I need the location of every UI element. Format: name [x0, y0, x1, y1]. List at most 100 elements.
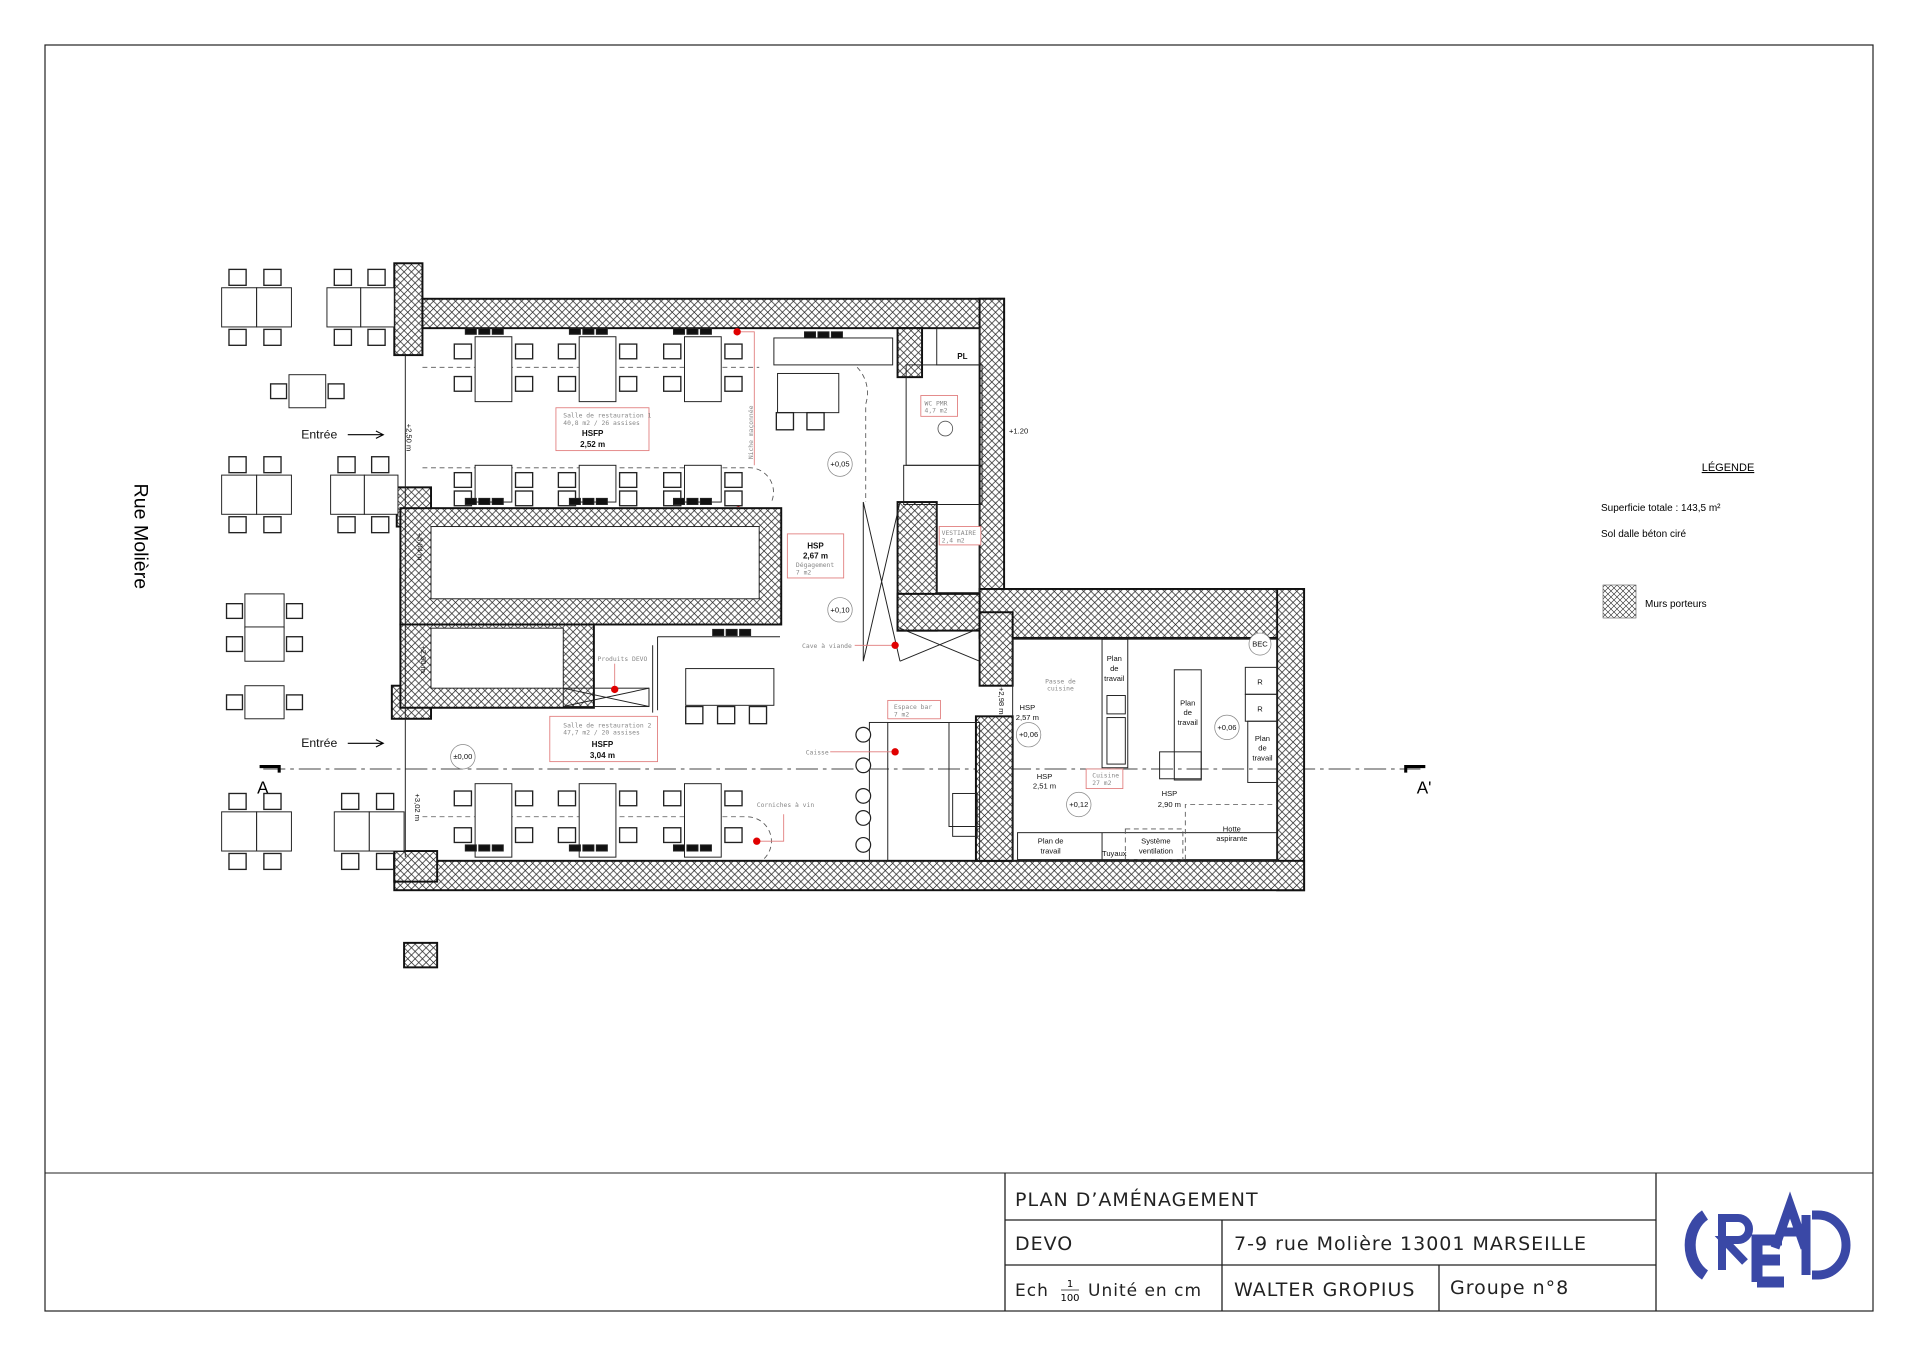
title-block: PLAN D’AMÉNAGEMENT DEVO 7-9 rue Molière … [1004, 1173, 1851, 1311]
room-label-salle-2: Salle de restauration 2 47,7 m2 / 20 ass… [549, 715, 658, 763]
chair [228, 328, 247, 346]
radiator [672, 497, 685, 505]
legend-title: LÉGENDE [1702, 461, 1755, 474]
toilet-icon [937, 420, 954, 437]
radiator [464, 327, 477, 335]
chair [375, 792, 395, 811]
svg-text:travail: travail [1178, 718, 1199, 727]
drawing-title: PLAN D’AMÉNAGEMENT [1015, 1188, 1259, 1211]
produits-label: Produits DEVO [598, 656, 648, 663]
svg-text:WC PMR: WC PMR [924, 400, 947, 407]
room-label-wc: WC PMR 4,7 m2 PL [920, 352, 968, 437]
bar-stool [855, 726, 872, 743]
opening-dimensions: +2,50 m +3,04 m +2,60 m +3,02 m +2,98 m … [405, 424, 1029, 821]
svg-text:HSP: HSP [1037, 772, 1053, 781]
chair [618, 471, 638, 489]
svg-text:HSFP: HSFP [582, 429, 604, 438]
street-label: Rue Molière [130, 484, 152, 590]
level-4: +0,12 [1069, 800, 1088, 809]
level-3: +0,06 [1019, 730, 1038, 739]
chair [514, 490, 534, 507]
entrance-2[interactable]: Entrée [301, 736, 385, 750]
room-label-salle-1: Salle de restauration 1 40,8 m2 / 26 ass… [555, 407, 652, 452]
radiator [699, 497, 712, 505]
svg-text:Entrée: Entrée [301, 736, 337, 750]
dining-table [578, 464, 617, 503]
chair [225, 603, 244, 620]
chair [225, 636, 244, 653]
terrace-table [244, 685, 285, 720]
chair [263, 268, 282, 286]
radiator [725, 628, 738, 637]
radiator [491, 844, 504, 852]
chair [748, 705, 768, 725]
chair [663, 827, 682, 844]
svg-text:Plan: Plan [1107, 654, 1122, 663]
chair [663, 471, 682, 489]
radiator [686, 327, 699, 335]
entrance-1[interactable]: Entrée [301, 427, 385, 441]
chair [618, 790, 638, 807]
svg-text:R: R [1257, 677, 1263, 686]
chair [375, 852, 395, 871]
section-marker-a-prime [1404, 765, 1426, 773]
chair [716, 705, 736, 725]
svg-text:HSP: HSP [1162, 789, 1178, 798]
chair [806, 411, 825, 431]
svg-text:de: de [1110, 664, 1118, 673]
chair [557, 343, 577, 360]
chair [514, 343, 534, 360]
svg-text:2,90 m: 2,90 m [1158, 800, 1181, 809]
radiator [582, 844, 595, 852]
svg-text:Hotte: Hotte [1223, 824, 1241, 833]
svg-text:40,8 m2 / 26 assises: 40,8 m2 / 26 assises [563, 420, 640, 427]
chair [514, 471, 534, 489]
radiator [595, 497, 608, 505]
svg-text:3,04 m: 3,04 m [590, 751, 615, 760]
chair [367, 328, 386, 346]
radiator [830, 331, 843, 339]
caisse-label: Caisse [806, 749, 829, 756]
radiator [817, 331, 830, 339]
svg-text:2,4 m2: 2,4 m2 [942, 537, 965, 544]
chair [263, 328, 282, 346]
chair [228, 792, 247, 811]
svg-text:HSP: HSP [1020, 703, 1036, 712]
scale-numerator: 1 [1067, 1279, 1073, 1290]
radiator [595, 327, 608, 335]
chair [263, 456, 282, 474]
radiator [478, 497, 491, 505]
svg-text:HSFP: HSFP [592, 740, 614, 749]
svg-text:+2,50 m: +2,50 m [405, 424, 414, 452]
scale-prefix: Ech [1015, 1281, 1049, 1301]
chair [775, 411, 795, 431]
room-label-vestiaire: VESTIAIRE 2,4 m2 [938, 526, 982, 546]
level-0: ±0,00 [453, 752, 472, 761]
svg-text:Plan: Plan [1180, 698, 1195, 707]
niche-label: Niche maçonnée [747, 405, 755, 459]
section-label-a-prime: A' [1417, 777, 1432, 797]
radiator [491, 327, 504, 335]
bec-label: BEC [1252, 640, 1268, 649]
svg-text:de: de [1258, 744, 1266, 753]
chair [340, 852, 360, 871]
level-markers: ±0,00 +0,05 +0,10 +0,06 +0,12 +0,06 [450, 451, 1240, 818]
svg-text:Entrée: Entrée [301, 427, 337, 441]
radiator [464, 844, 477, 852]
svg-text:travail: travail [1252, 753, 1273, 762]
chair [228, 456, 247, 474]
group-number: Groupe n°8 [1450, 1277, 1569, 1299]
chair [285, 636, 304, 653]
chair [453, 471, 473, 489]
radiator [712, 628, 725, 637]
chair [724, 343, 743, 360]
cave-label: Cave à viande [802, 642, 852, 650]
terrace-table [244, 593, 285, 629]
svg-text:R: R [1257, 704, 1263, 713]
dining-table [684, 336, 722, 403]
scale-unit: Unité en cm [1088, 1281, 1202, 1301]
chair [263, 792, 282, 811]
level-5: +0,06 [1217, 723, 1236, 732]
chair [228, 268, 247, 286]
